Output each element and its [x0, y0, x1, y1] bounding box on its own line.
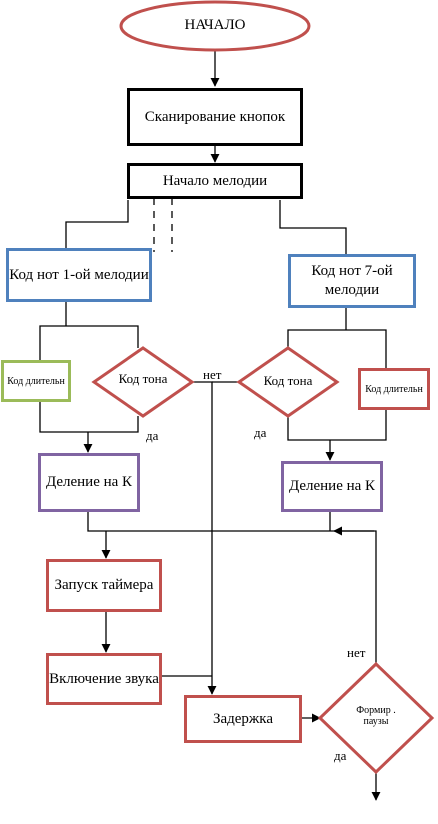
tone-diamond-right	[236, 346, 340, 418]
notes-code-1-box: Код нот 1-ой мелодии	[6, 248, 152, 302]
tone-code-right-label: Код тона	[263, 373, 313, 388]
divide-left-box: Деление на К	[38, 453, 140, 512]
melody-start-box: Начало мелодии	[127, 163, 303, 199]
line-melody-code7	[279, 200, 347, 254]
divide-right-box: Деление на К	[281, 461, 383, 512]
line-melody-code1	[65, 200, 129, 248]
pause-diamond	[317, 661, 435, 775]
label-no-middle: нет	[203, 367, 222, 382]
pause-form-label: Формир . паузы	[356, 705, 396, 727]
notes-code-7-box: Код нот 7-ой мелодии	[288, 254, 416, 308]
line-left-split	[39, 325, 139, 360]
timer-start-box: Запуск таймера	[46, 559, 162, 612]
line-tone-no	[192, 381, 213, 676]
start-terminator	[119, 0, 311, 52]
sound-on-box: Включение звука	[46, 653, 162, 705]
line-pause-loop	[333, 526, 377, 664]
duration-code-left-box: Код длительн	[1, 360, 71, 402]
duration-code-right-box: Код длительн	[358, 368, 430, 410]
label-no-pause: нет	[347, 645, 366, 660]
line-right-split	[287, 329, 387, 368]
start-label: НАЧАЛО	[184, 17, 246, 33]
label-yes-left: да	[146, 428, 159, 443]
tone-diamond-left	[91, 346, 195, 418]
scan-buttons-box: Сканирование кнопок	[127, 88, 303, 146]
tone-code-left-label: Код тона	[118, 371, 168, 386]
label-yes-right: да	[254, 425, 267, 440]
line-divide-left-down	[87, 512, 374, 532]
line-left-join	[39, 402, 139, 433]
line-right-join	[287, 410, 387, 441]
delay-box: Задержка	[184, 695, 302, 743]
label-yes-pause: да	[334, 748, 347, 763]
